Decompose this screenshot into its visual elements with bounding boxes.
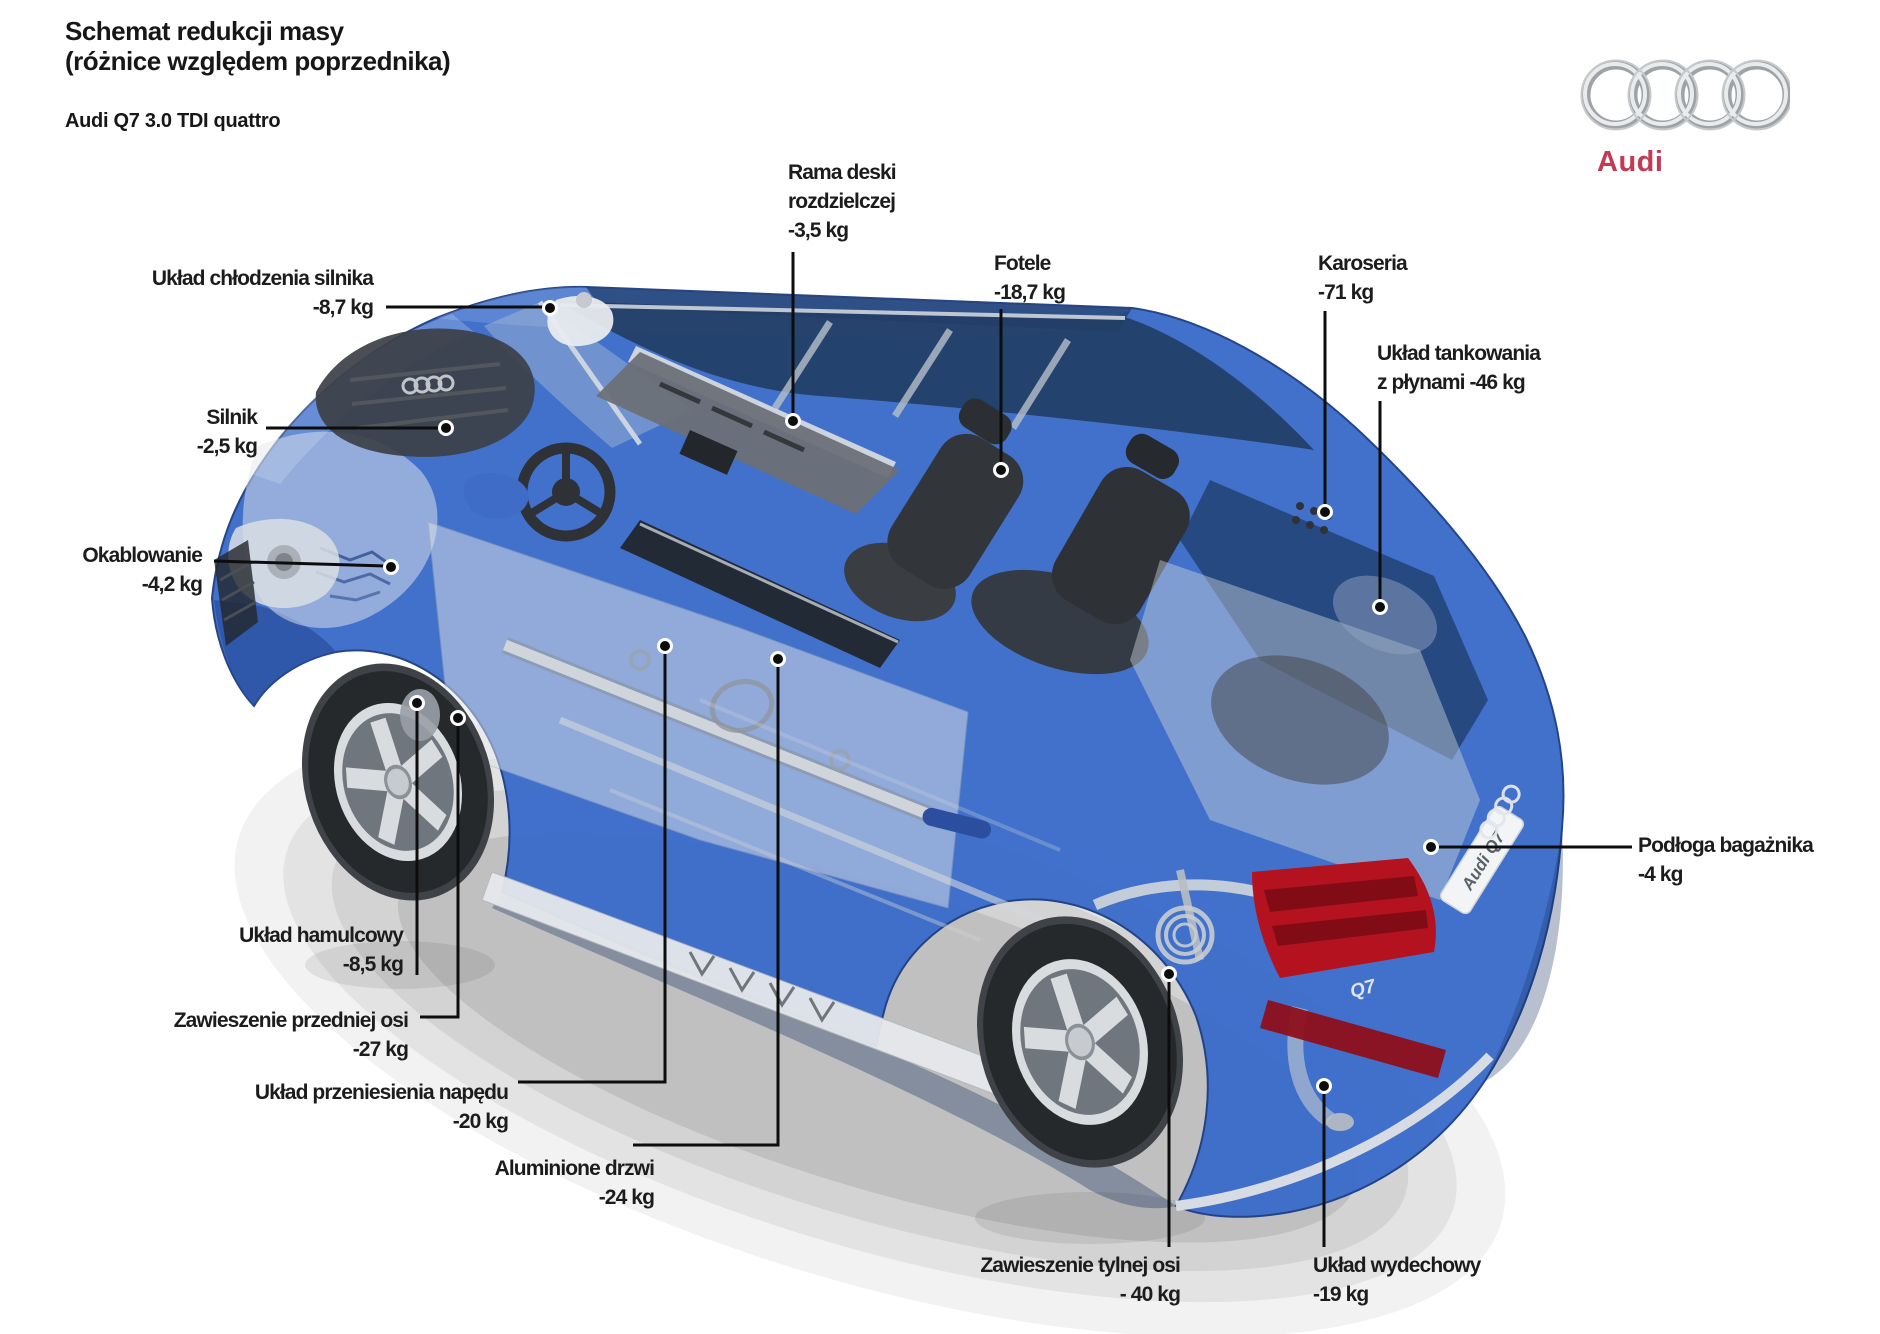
- door-structure: [427, 521, 969, 909]
- rear-wheel-shadow: [975, 1192, 1205, 1244]
- callout-text: Okablowanie: [82, 544, 203, 567]
- callout-value: -27 kg: [352, 1038, 409, 1061]
- rear-badging: Audi Q7 Q7: [1348, 784, 1525, 1003]
- leader-fuel-system: [1372, 401, 1388, 615]
- callout-value: -4 kg: [1638, 863, 1683, 886]
- callout-trunk-floor: Podłoga bagażnika -4 kg: [1638, 831, 1814, 889]
- leader-seats: [993, 309, 1009, 478]
- leader-trunk-floor: [1423, 839, 1632, 855]
- callout-text: Fotele: [994, 252, 1051, 275]
- side-mirror: [463, 473, 529, 519]
- callout-drivetrain: Układ przeniesienia napędu -20 kg: [254, 1078, 509, 1136]
- leader-dashboard-frame: [785, 252, 801, 429]
- door-handle: [922, 807, 992, 839]
- audi-logo: Audi: [1580, 52, 1793, 178]
- callout-exhaust: Układ wydechowy -19 kg: [1313, 1251, 1481, 1309]
- page-header: Schemat redukcji masy (różnice względem …: [65, 16, 451, 133]
- leader-lines: [213, 252, 1632, 1247]
- callout-value: -8,5 kg: [342, 953, 404, 976]
- callout-text: Podłoga bagażnika: [1638, 834, 1814, 857]
- center-console: [620, 520, 900, 668]
- callout-value: -8,7 kg: [312, 296, 374, 319]
- page-title: Schemat redukcji masy: [65, 16, 344, 46]
- rear-glass: [1180, 480, 1488, 760]
- callout-body-shell: Karoseria -71 kg: [1318, 249, 1408, 307]
- page-subtitle: Audi Q7 3.0 TDI quattro: [65, 110, 281, 132]
- callout-text: Zawieszenie przedniej osi: [173, 1009, 409, 1032]
- callout-rear-suspension: Zawieszenie tylnej osi - 40 kg: [980, 1251, 1181, 1309]
- callout-text: Układ wydechowy: [1313, 1254, 1481, 1277]
- front-wheel: [301, 663, 495, 901]
- callout-text: Silnik: [206, 406, 258, 429]
- audi-rings-icon: [1580, 59, 1793, 131]
- callout-seats: Fotele -18,7 kg: [994, 249, 1066, 307]
- callout-dashboard-frame: Rama deski rozdzielczej -3,5 kg: [788, 158, 897, 245]
- callout-fuel-system: Układ tankowania z płynami -46 kg: [1377, 339, 1541, 397]
- callout-text: Aluminione drzwi: [494, 1157, 655, 1180]
- leader-aluminum-doors: [633, 651, 786, 1147]
- callout-value: -18,7 kg: [994, 281, 1066, 304]
- callout-text: rozdzielczej: [788, 190, 896, 213]
- callout-text: Karoseria: [1318, 252, 1408, 275]
- leader-rear-suspension: [1161, 966, 1177, 1247]
- leader-front-suspension: [420, 710, 466, 1019]
- callout-text: Zawieszenie tylnej osi: [980, 1254, 1181, 1277]
- front-wheel-shadow: [305, 941, 495, 989]
- roof-glass: [556, 300, 1314, 450]
- callout-text: Rama deski: [788, 161, 897, 184]
- callout-value: -3,5 kg: [788, 219, 849, 242]
- audi-wordmark: Audi: [1597, 146, 1664, 178]
- front-grille: [214, 540, 258, 646]
- callout-value: -71 kg: [1318, 281, 1374, 304]
- coolant-reservoir: [547, 292, 614, 347]
- engine: [315, 328, 535, 457]
- callout-value: -19 kg: [1313, 1283, 1369, 1306]
- callout-value: -2,5 kg: [196, 435, 258, 458]
- callout-value: -4,2 kg: [141, 573, 203, 596]
- leader-engine: [266, 420, 454, 436]
- leader-drivetrain: [518, 638, 673, 1084]
- callout-brakes: Układ hamulcowy -8,5 kg: [239, 921, 404, 979]
- rear-wheel: [976, 916, 1184, 1168]
- callout-text: Układ przeniesienia napędu: [254, 1081, 509, 1104]
- taillight: [1175, 858, 1494, 1211]
- dashboard: [596, 346, 900, 514]
- callout-engine-cooling: Układ chłodzenia silnika -8,7 kg: [151, 264, 374, 322]
- callout-value: z płynami -46 kg: [1377, 371, 1526, 394]
- callout-value: -24 kg: [598, 1186, 655, 1209]
- leader-wiring: [213, 559, 399, 575]
- callout-value: -20 kg: [452, 1110, 509, 1133]
- leader-brakes: [409, 695, 425, 975]
- callout-engine: Silnik -2,5 kg: [196, 403, 258, 461]
- sill-strip: [481, 871, 1005, 1095]
- chassis-lines: [558, 698, 1122, 956]
- leader-exhaust: [1316, 1078, 1332, 1247]
- leader-engine-cooling: [386, 300, 558, 316]
- seats: [844, 398, 1190, 675]
- callout-text: Układ tankowania: [1377, 342, 1541, 365]
- page-title-line2: (różnice względem poprzednika): [65, 46, 451, 76]
- callout-text: Układ hamulcowy: [239, 924, 404, 947]
- cargo-area: [1130, 560, 1480, 900]
- callout-front-suspension: Zawieszenie przedniej osi -27 kg: [173, 1006, 409, 1064]
- callout-wiring: Okablowanie -4,2 kg: [82, 541, 203, 599]
- callout-aluminum-doors: Aluminione drzwi -24 kg: [494, 1154, 655, 1212]
- callout-value: - 40 kg: [1119, 1283, 1181, 1306]
- leader-body-shell: [1317, 311, 1333, 520]
- callout-text: Układ chłodzenia silnika: [151, 267, 374, 290]
